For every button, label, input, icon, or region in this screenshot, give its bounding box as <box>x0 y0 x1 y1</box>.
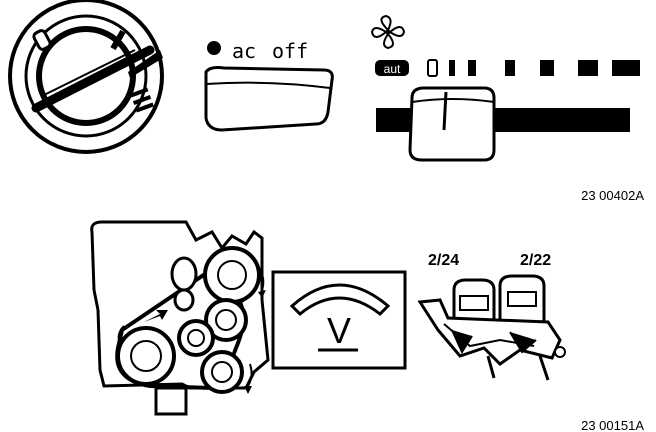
ac-indicator-dot <box>207 41 221 55</box>
fan-slider-handle[interactable] <box>408 86 496 162</box>
knob-scale-mark <box>128 50 163 78</box>
off-label: off <box>272 39 308 63</box>
svg-text:aut: aut <box>384 62 401 76</box>
temperature-knob <box>8 0 164 154</box>
voltmeter <box>271 270 407 370</box>
auto-badge: aut <box>375 60 409 76</box>
fan-speed-scale <box>427 59 640 77</box>
engine-belt-drive <box>90 220 270 416</box>
valve-left-label: 2/24 <box>428 252 459 269</box>
knob-three-mark <box>130 87 154 113</box>
knob-zero-mark <box>32 29 52 51</box>
figure-ref-top: 23 00402A <box>581 188 644 203</box>
figure-ref-bottom: 23 00151A <box>581 418 644 432</box>
solenoid-valve-block <box>417 274 566 381</box>
ac-label: ac <box>232 39 256 63</box>
knob-one-mark <box>110 29 126 51</box>
voltmeter-symbol: V <box>327 310 351 351</box>
valve-right-label: 2/22 <box>520 252 551 269</box>
fan-icon <box>370 14 406 50</box>
ac-off-button[interactable] <box>204 66 334 132</box>
